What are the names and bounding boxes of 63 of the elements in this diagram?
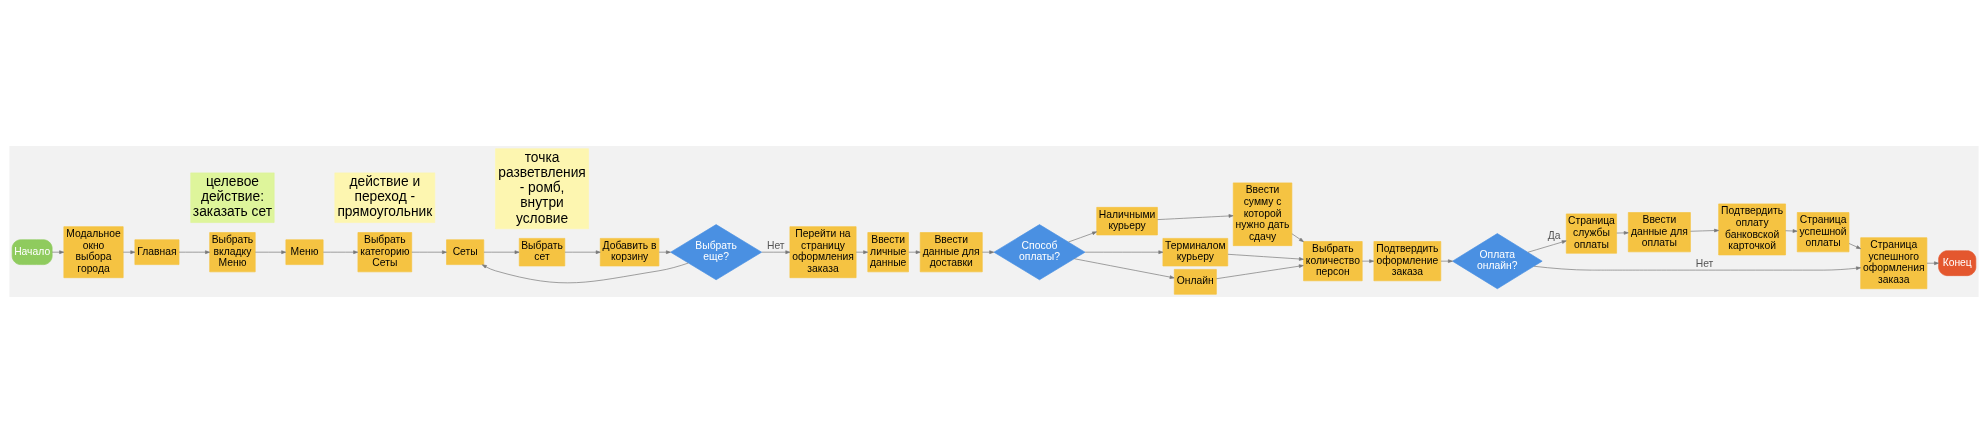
node-box: Меню <box>285 238 324 265</box>
arrow <box>658 249 671 254</box>
node-box: Ввести личные данные <box>867 231 909 272</box>
node-box: точка разветвления - ромб, внутри условие <box>495 147 589 229</box>
arrow <box>51 249 65 254</box>
node-box: Страница успешной оплаты <box>1796 211 1850 252</box>
arrow <box>1216 263 1304 279</box>
node-box: Начало <box>11 238 53 265</box>
arrow <box>1616 230 1629 235</box>
arrow <box>1926 260 1939 265</box>
node-diamond: Оплата онлайн? <box>1452 232 1543 289</box>
node-diamond: Способ оплаты? <box>993 223 1086 280</box>
arrow <box>761 249 791 254</box>
node-box: Страница службы оплаты <box>1565 213 1617 254</box>
arrow <box>1527 239 1567 253</box>
node-box: целевое действие: заказать сет <box>190 172 275 223</box>
node-box: Перейти на страницу оформления заказа <box>789 225 857 278</box>
node-box: Модальное окно выбора города <box>63 225 124 278</box>
node-box: Ввести данные для доставки <box>919 231 983 272</box>
node-box: Выбрать сет <box>518 237 566 266</box>
edge-label: Да <box>1547 229 1561 241</box>
node-box: Добавить в корзину <box>599 237 660 266</box>
node-box: Главная <box>134 238 180 265</box>
arrow <box>1690 228 1719 232</box>
node-box: Ввести данные для оплаты <box>1628 211 1691 252</box>
arrow <box>908 249 921 254</box>
arrow <box>855 249 869 254</box>
edge-label: Нет <box>766 239 785 251</box>
node-box: Онлайн <box>1173 268 1217 295</box>
arrow <box>1533 265 1861 270</box>
node-box: Конец <box>1938 249 1977 276</box>
arrow <box>1361 258 1375 263</box>
arrow <box>1084 249 1164 254</box>
arrow <box>1157 213 1234 220</box>
node-box: Подтвердить оплату банковской карточкой <box>1718 203 1786 255</box>
arrow <box>254 249 287 254</box>
arrow <box>564 249 601 254</box>
arrow <box>481 262 689 283</box>
node-box: Выбрать количество персон <box>1303 240 1363 281</box>
arrow <box>1848 242 1862 249</box>
node-box: Наличными курьеру <box>1096 206 1158 235</box>
arrow <box>982 249 995 254</box>
arrow <box>483 249 520 254</box>
node-box: Страница успешного оформления заказа <box>1860 236 1928 289</box>
arrow <box>1785 228 1798 233</box>
node-box: Ввести сумму с которой нужно дать сдачу <box>1232 182 1293 246</box>
arrow <box>1068 231 1097 242</box>
node-box: Подтвердить оформление заказа <box>1373 240 1442 281</box>
node-box: Терминалом курьеру <box>1162 237 1229 266</box>
arrow <box>1227 253 1304 261</box>
node-box: Сеты <box>446 238 485 265</box>
arrow <box>122 249 136 254</box>
arrow <box>178 249 210 254</box>
node-box: Выбрать категорию Сеты <box>357 231 413 272</box>
arrow <box>1291 232 1304 242</box>
arrow <box>1073 257 1175 279</box>
node-diamond: Выбрать еще? <box>670 223 762 280</box>
edge-label: Нет <box>1695 257 1714 269</box>
node-box: действие и переход - прямоугольник <box>334 172 436 223</box>
arrow <box>322 249 359 254</box>
node-box: Выбрать вкладку Меню <box>209 231 256 272</box>
arrow <box>411 249 447 254</box>
arrow <box>1440 258 1453 263</box>
